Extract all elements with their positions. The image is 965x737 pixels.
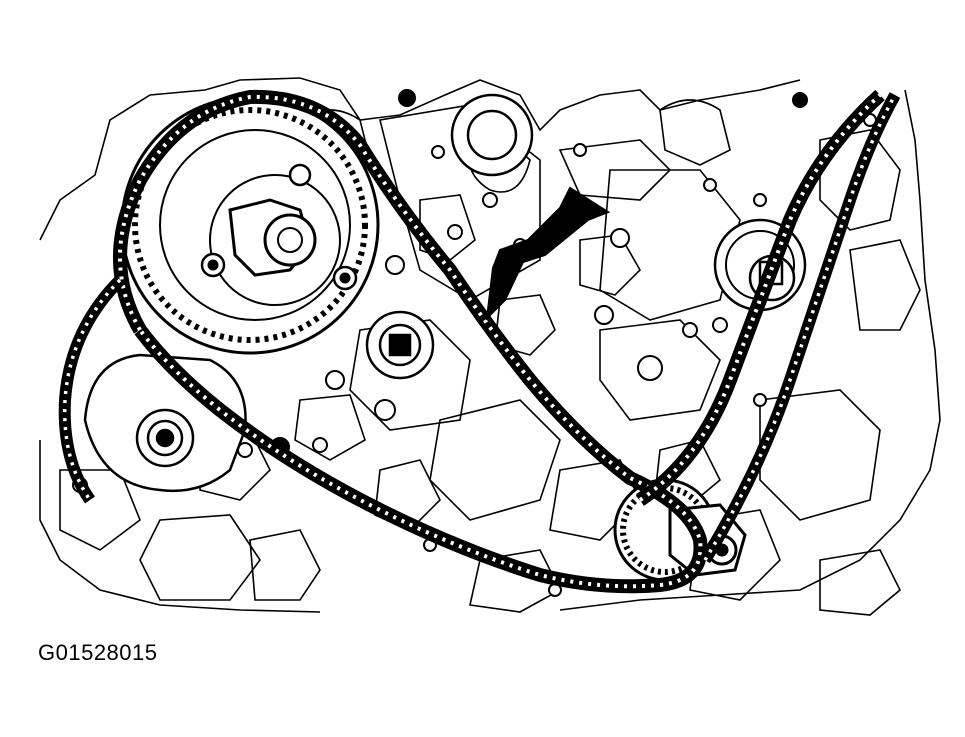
camshaft-sprocket [120, 95, 380, 355]
direction-arrow-icon [485, 186, 611, 321]
timing-chain [58, 89, 901, 594]
water-pump-pulley [450, 93, 534, 177]
idler-pulley [365, 310, 435, 380]
timing-chain-illustration [39, 77, 941, 616]
figure-id-label: G01528015 [38, 640, 158, 665]
